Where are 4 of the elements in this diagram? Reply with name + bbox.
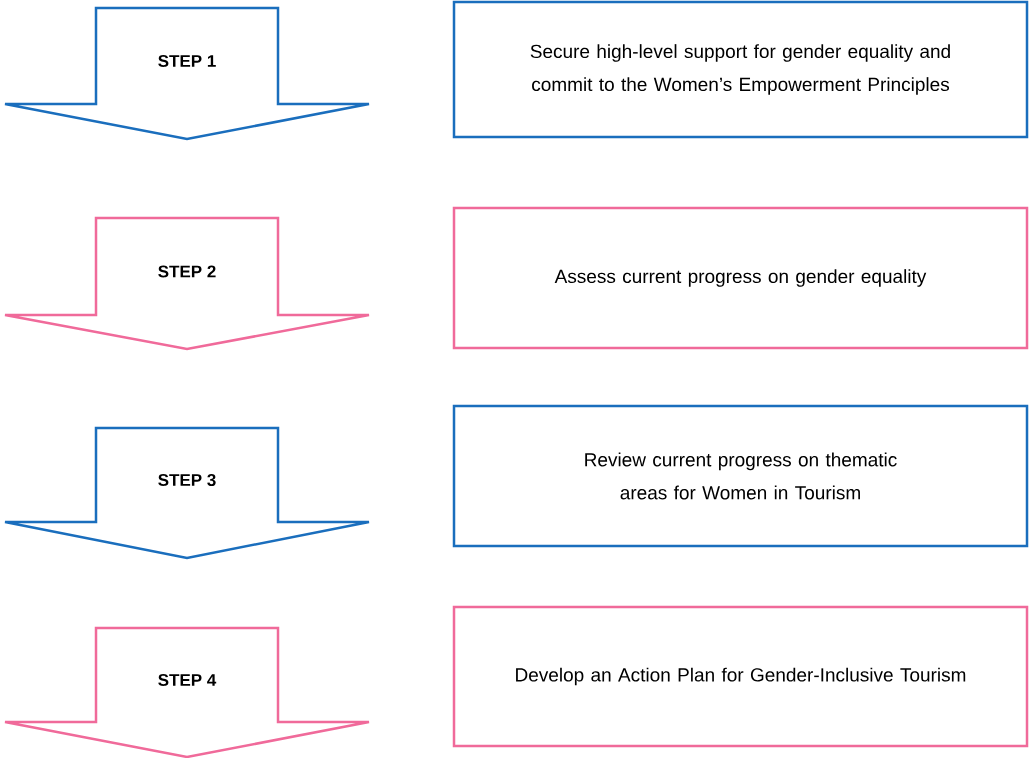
text-box: Review current progress on thematic areas for Women in Tourism xyxy=(452,404,1029,548)
text-box: Assess current progress on gender equality xyxy=(452,206,1029,350)
text-box: Secure high-level support for gender equality and commit to the Women’s Empowerment Principles xyxy=(452,0,1029,139)
text-box: Develop an Action Plan for Gender-Inclusive Tourism xyxy=(452,605,1029,748)
